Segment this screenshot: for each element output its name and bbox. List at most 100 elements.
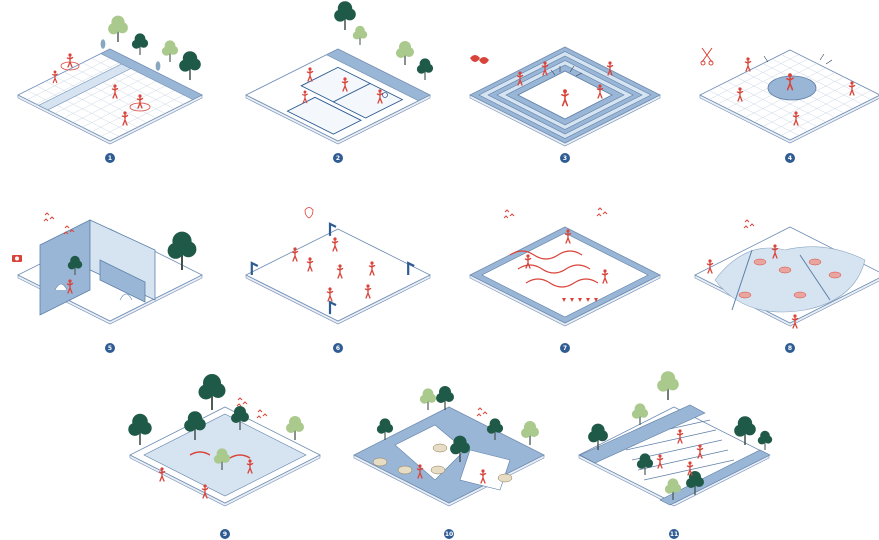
tree-canopy bbox=[135, 33, 146, 44]
panel-number-badge: 11 bbox=[669, 529, 679, 539]
bird bbox=[257, 410, 267, 418]
tree-canopy bbox=[338, 1, 352, 15]
rock-icon bbox=[373, 458, 387, 466]
birds-icon bbox=[504, 210, 514, 218]
panel-number-badge: 7 bbox=[560, 343, 570, 353]
tree-icon bbox=[521, 421, 539, 445]
tree-canopy bbox=[217, 448, 228, 459]
birds-icon bbox=[597, 208, 607, 216]
person-head bbox=[794, 111, 797, 114]
tree-icon bbox=[353, 26, 367, 45]
tree-canopy bbox=[524, 421, 536, 433]
rock-icon bbox=[433, 444, 447, 452]
island-icon bbox=[754, 259, 766, 265]
person-icon bbox=[745, 57, 750, 71]
panel-terraced-garden: 11 bbox=[579, 371, 772, 539]
person-head bbox=[366, 284, 369, 287]
panel-number-badge: 5 bbox=[105, 343, 115, 353]
person-head bbox=[688, 461, 691, 464]
tree-canopy bbox=[591, 424, 604, 437]
scissors-icon bbox=[702, 48, 712, 62]
person-head bbox=[526, 254, 529, 257]
panel-number: 8 bbox=[788, 345, 792, 352]
person-head bbox=[678, 429, 681, 432]
panel-number-badge: 4 bbox=[785, 153, 795, 163]
panel-walled-courtyard: 5 bbox=[12, 213, 202, 353]
rock-icon bbox=[398, 466, 412, 474]
panel-number-badge: 3 bbox=[560, 153, 570, 163]
person-head bbox=[308, 67, 311, 70]
bird bbox=[504, 210, 514, 218]
bird bbox=[237, 398, 247, 406]
tree-canopy bbox=[380, 418, 391, 429]
tree-canopy bbox=[738, 416, 752, 430]
tree-icon bbox=[286, 416, 304, 440]
birds-icon bbox=[237, 398, 247, 406]
person-head bbox=[658, 454, 661, 457]
panel-number: 10 bbox=[445, 531, 453, 538]
tree-canopy bbox=[668, 478, 679, 489]
tree-canopy bbox=[355, 26, 365, 36]
person-head bbox=[54, 70, 57, 73]
island-icon bbox=[739, 292, 751, 298]
person-head bbox=[378, 89, 381, 92]
island-icon bbox=[829, 272, 841, 278]
person-head bbox=[113, 84, 116, 87]
camera-lens bbox=[15, 257, 19, 261]
person-head bbox=[68, 279, 71, 282]
bird bbox=[597, 208, 607, 216]
rock-icon bbox=[498, 474, 512, 482]
person-head bbox=[598, 84, 601, 87]
birds-icon bbox=[744, 220, 754, 228]
tree-canopy bbox=[760, 431, 770, 441]
tree-canopy bbox=[289, 416, 301, 428]
tree-canopy bbox=[111, 16, 124, 29]
person-head bbox=[418, 464, 421, 467]
person-head bbox=[160, 467, 163, 470]
tree-canopy bbox=[423, 388, 434, 399]
person-head bbox=[68, 53, 71, 56]
person-head bbox=[708, 259, 711, 262]
panel-number: 6 bbox=[336, 345, 340, 352]
person-head bbox=[338, 264, 341, 267]
garden-bed bbox=[482, 233, 648, 317]
tree-canopy bbox=[640, 453, 651, 464]
rock-icon bbox=[431, 466, 445, 474]
person-head bbox=[248, 459, 251, 462]
bird bbox=[477, 408, 487, 416]
person-head bbox=[543, 61, 546, 64]
panel-water-landscape: 8 bbox=[695, 220, 879, 353]
tree-canopy bbox=[70, 256, 80, 266]
person-head bbox=[850, 81, 853, 84]
panel-stepped-amphitheatre: 3 bbox=[470, 47, 660, 163]
tree-icon bbox=[132, 33, 148, 55]
panel-number: 3 bbox=[563, 155, 567, 162]
tree-canopy bbox=[183, 51, 197, 65]
tree-canopy bbox=[188, 411, 202, 425]
person-head bbox=[788, 73, 792, 77]
field-surface bbox=[246, 229, 430, 321]
panel-pavilion-grove: 9 bbox=[128, 374, 320, 539]
scissors-ring bbox=[701, 61, 705, 65]
panel-number-badge: 2 bbox=[333, 153, 343, 163]
person-head bbox=[518, 71, 521, 74]
tree-icon bbox=[162, 40, 178, 62]
panel-number-badge: 9 bbox=[220, 529, 230, 539]
panel-number: 4 bbox=[788, 155, 792, 162]
tree-icon bbox=[758, 431, 772, 450]
person-head bbox=[481, 469, 484, 472]
person-head bbox=[333, 237, 336, 240]
panel-sports-courts: 2 bbox=[246, 1, 433, 163]
panel-water-play: 1 bbox=[18, 16, 202, 163]
tree-canopy bbox=[132, 414, 148, 430]
tree-canopy bbox=[420, 58, 431, 69]
person-body bbox=[159, 471, 164, 481]
theatre-masks-icon bbox=[470, 55, 489, 64]
panel-number: 2 bbox=[336, 155, 340, 162]
person-head bbox=[738, 87, 741, 90]
person-head bbox=[203, 484, 206, 487]
birds-icon bbox=[477, 408, 487, 416]
panel-number: 5 bbox=[108, 345, 112, 352]
